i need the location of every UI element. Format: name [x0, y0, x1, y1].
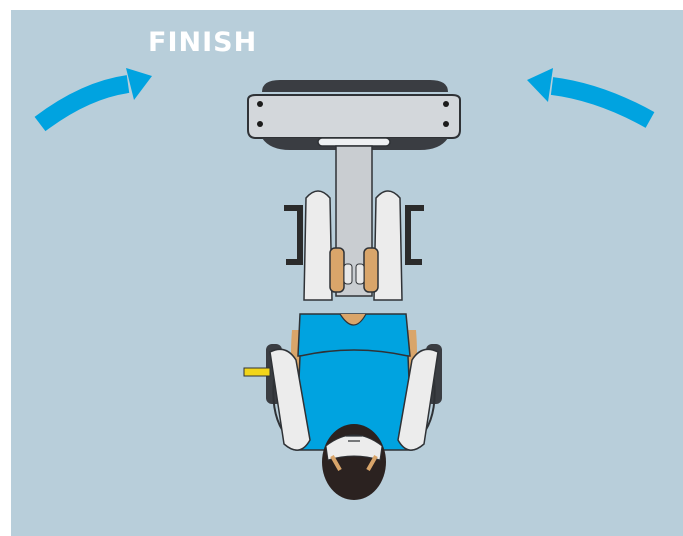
left-curved-arrow-icon [40, 68, 152, 124]
right-curved-arrow-icon [527, 68, 650, 120]
